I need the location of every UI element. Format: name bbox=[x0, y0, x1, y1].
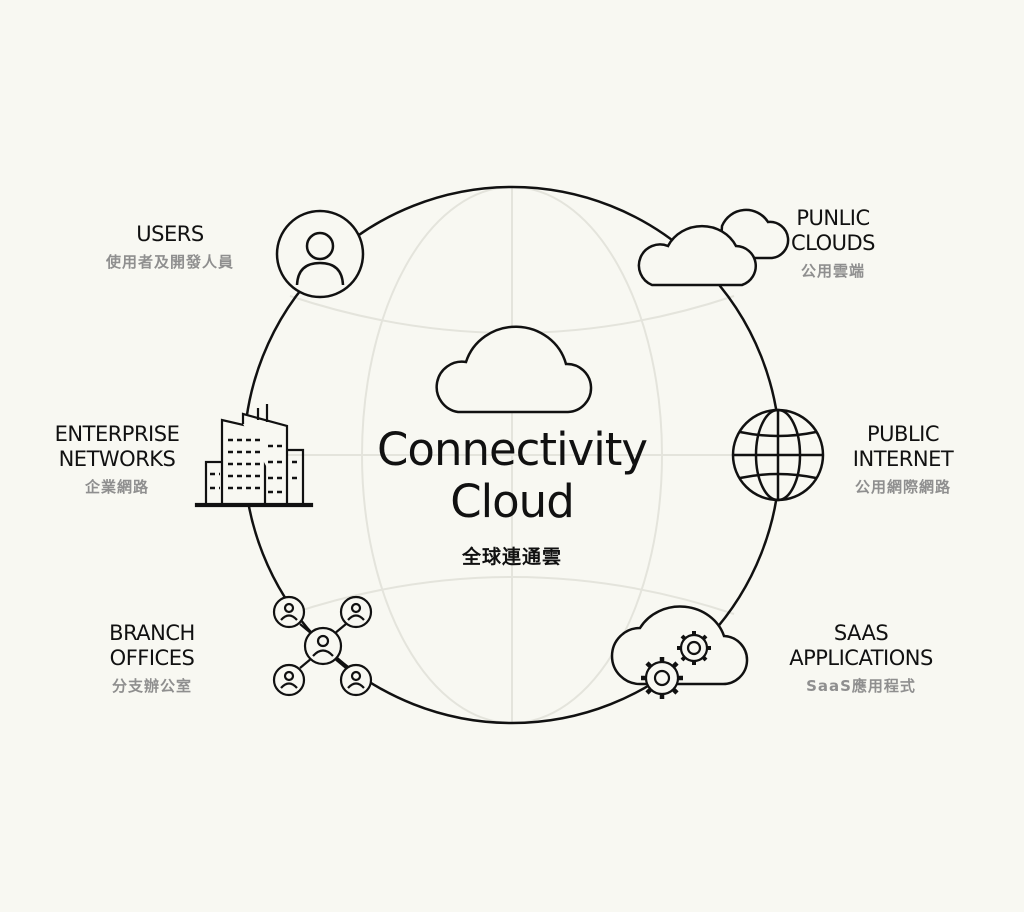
center-title: Connectivity Cloud bbox=[377, 423, 648, 528]
network-nodes-icon bbox=[272, 595, 373, 697]
users-label: USERS 使用者及開發人員 bbox=[70, 222, 270, 272]
public-internet-subtitle: 公用網際網路 bbox=[854, 478, 951, 496]
cloud-icon bbox=[637, 208, 790, 287]
enterprise-networks-subtitle: 企業網路 bbox=[84, 478, 149, 496]
public-clouds-title: PUNLIC CLOUDS bbox=[790, 206, 876, 255]
public-internet-label: PUBLIC INTERNET 公用網際網路 bbox=[808, 422, 998, 497]
branch-offices-title: BRANCH OFFICES bbox=[109, 621, 195, 670]
branch-offices-subtitle: 分支辦公室 bbox=[111, 677, 192, 695]
public-clouds-label: PUNLIC CLOUDS 公用雲端 bbox=[736, 206, 930, 281]
center-subtitle: 全球連通雲 bbox=[461, 546, 562, 568]
public-clouds-subtitle: 公用雲端 bbox=[800, 262, 865, 280]
saas-applications-subtitle: SaaS應用程式 bbox=[806, 677, 916, 695]
users-subtitle: 使用者及開發人員 bbox=[105, 253, 234, 271]
enterprise-networks-label: ENTERPRISE NETWORKS 企業網路 bbox=[22, 422, 212, 497]
enterprise-networks-title: ENTERPRISE NETWORKS bbox=[54, 422, 180, 471]
saas-applications-title: SAAS APPLICATIONS bbox=[789, 621, 933, 670]
branch-offices-label: BRANCH OFFICES 分支辦公室 bbox=[62, 621, 242, 696]
cloud-gears-icon bbox=[610, 605, 749, 699]
user-icon bbox=[275, 209, 365, 299]
center-cloud-icon bbox=[435, 325, 593, 414]
public-internet-title: PUBLIC INTERNET bbox=[852, 422, 954, 471]
building-icon bbox=[194, 404, 314, 508]
saas-applications-label: SAAS APPLICATIONS SaaS應用程式 bbox=[756, 621, 966, 696]
globe-icon bbox=[731, 408, 825, 502]
users-title: USERS bbox=[136, 222, 204, 246]
